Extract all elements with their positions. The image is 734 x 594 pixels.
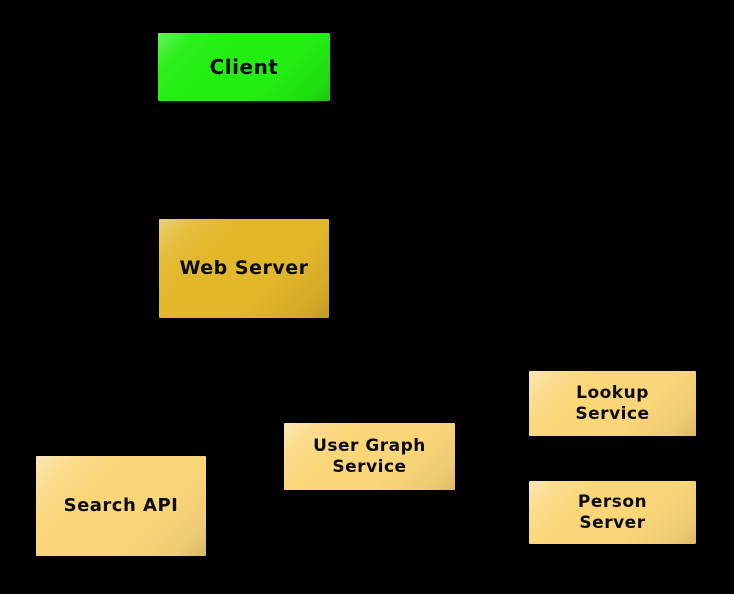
diagram-node-web-server[interactable]: Web Server [159, 219, 329, 318]
diagram-node-lookup-service[interactable]: Lookup Service [529, 371, 696, 436]
diagram-node-search-api[interactable]: Search API [36, 456, 206, 556]
diagram-node-client[interactable]: Client [158, 33, 330, 101]
node-label-search-api: Search API [63, 495, 179, 517]
node-label-client: Client [209, 54, 279, 79]
node-label-person-server: Person Server [577, 491, 648, 533]
node-label-web-server: Web Server [179, 256, 309, 279]
node-label-lookup-service: Lookup Service [575, 382, 650, 424]
diagram-node-user-graph-service[interactable]: User Graph Service [284, 423, 455, 490]
diagram-node-person-server[interactable]: Person Server [529, 481, 696, 544]
node-label-user-graph-service: User Graph Service [313, 435, 426, 477]
